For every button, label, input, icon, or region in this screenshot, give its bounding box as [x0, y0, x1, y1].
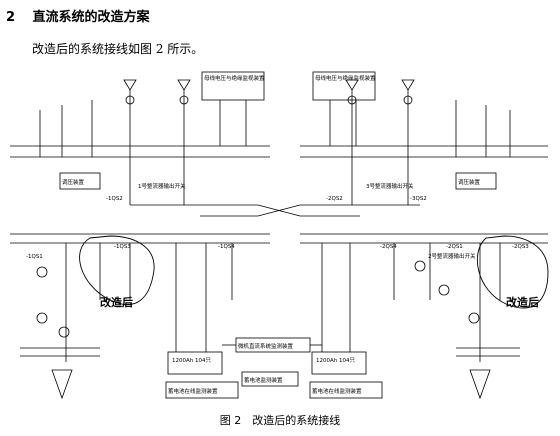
center-monitor-2	[241, 371, 299, 387]
label-2qs1: -2QS1	[446, 244, 463, 250]
battery-monitor-left-label: 蓄电池在线监测装置	[168, 387, 218, 395]
triangle-symbols	[123, 79, 415, 105]
regulator-right	[455, 172, 497, 190]
lower-feeders	[65, 243, 501, 362]
label-sw-1: 1号整流器输出开关	[138, 182, 186, 190]
regulator-right-label: 调压装置	[458, 178, 481, 186]
annotation-left: 改造后	[100, 295, 133, 309]
battery-right	[311, 351, 367, 375]
label-1qs3: -1QS3	[114, 244, 131, 250]
battery-left	[167, 351, 223, 375]
battery-monitor-left	[165, 381, 239, 399]
label-1qs1: -1QS1	[26, 254, 43, 260]
annotation-right: 改造后	[506, 295, 539, 309]
section-heading: 2 直流系统的改造方案	[6, 6, 150, 25]
section-number: 2	[6, 10, 16, 25]
label-sw-2: 2号整流器输出开关	[428, 252, 476, 260]
highlight-right	[477, 235, 549, 309]
label-2qs3: -2QS3	[512, 244, 529, 250]
battery-monitor-right-label: 蓄电池在线监测装置	[312, 387, 362, 395]
battery-right-label: 1200Ah 104只	[316, 357, 355, 364]
battery-left-label: 1200Ah 104只	[172, 357, 211, 364]
label-3qs2: -3QS2	[410, 196, 427, 202]
highlight-left	[79, 235, 155, 305]
label-1qs2: -1QS2	[106, 196, 123, 202]
label-2qs2: -2QS2	[326, 196, 343, 202]
box-top-right-label: 母线电压与绝缘监视装置	[315, 74, 376, 82]
box-top-right	[312, 71, 376, 101]
regulator-left-label: 调压装置	[62, 178, 85, 186]
label-1qs4: -1QS4	[218, 244, 235, 250]
label-sw-3: 3号整流器输出开关	[366, 182, 414, 190]
upper-feeders	[39, 90, 511, 205]
bus-crossover	[130, 204, 420, 217]
box-top-left	[201, 71, 265, 101]
section-title: 直流系统的改造方案	[32, 10, 150, 25]
left-output-stack	[20, 266, 100, 400]
label-2qs4: -2QS4	[380, 244, 397, 250]
figure-caption: 图 2 改造后的系统接线	[219, 414, 341, 427]
center-monitor-label: 微机直流系统监测装置	[238, 342, 294, 350]
box-top-left-label: 母线电压与绝缘监视装置	[204, 74, 265, 82]
battery-monitor-right	[309, 381, 383, 399]
intro-text: 改造后的系统接线如图 2 所示。	[32, 42, 204, 56]
center-monitor-2-label: 蓄电池监测装置	[244, 376, 283, 384]
regulator-left	[59, 172, 101, 190]
right-output-stack	[414, 260, 520, 400]
